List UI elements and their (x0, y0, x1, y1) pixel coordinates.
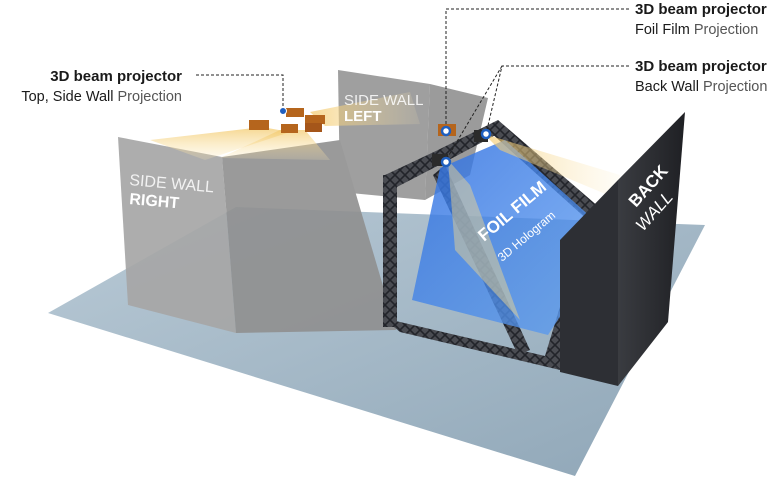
projector-icon (286, 108, 304, 117)
callout-desc-light: Projection (117, 89, 182, 105)
foil-beam (448, 160, 520, 320)
callout-title: 3D beam projector (50, 68, 182, 85)
callout-title: 3D beam projector (635, 58, 767, 75)
back-wall-side (560, 180, 618, 386)
back-beam (484, 134, 620, 200)
projector-icon (305, 115, 325, 124)
top-projectors (249, 108, 325, 133)
marker-top-projector (279, 107, 287, 115)
marker-back-projector (480, 128, 492, 140)
projector-icon (249, 120, 269, 130)
marker-foil-projector (440, 125, 452, 137)
callout-desc-light: Projection (702, 79, 768, 95)
projector-icon (305, 123, 322, 132)
callout-top-side-projector: 3D beam projector Top, Side Wall Project… (0, 66, 182, 108)
callout-desc-main: Foil Film (635, 22, 690, 38)
top-beam-right (310, 92, 420, 126)
top-beam-center (220, 130, 330, 160)
callout-desc: Foil Film Projection (635, 20, 784, 41)
side-wall-right (118, 137, 236, 333)
callout-desc-main: Top, Side Wall (21, 89, 114, 105)
projector-icon (281, 124, 298, 133)
side-wall-left-label-1: SIDE WALL (344, 92, 423, 109)
marker-foil-projector-low (440, 156, 452, 168)
back-wall (618, 112, 685, 386)
leader-lines (196, 8, 629, 161)
callout-desc: Top, Side Wall Projection (0, 87, 182, 108)
callout-foil-projector: 3D beam projector Foil Film Projection (635, 0, 784, 41)
side-wall-right-label-2: RIGHT (129, 191, 180, 212)
callout-desc-light: Projection (693, 22, 759, 38)
callout-title: 3D beam projector (635, 1, 767, 18)
top-beam-left (150, 127, 290, 160)
callout-desc-main: Back Wall (635, 79, 699, 95)
side-wall-left-label-2: LEFT (344, 108, 382, 125)
callout-back-projector: 3D beam projector Back Wall Projection (635, 56, 784, 98)
callout-desc: Back Wall Projection (635, 77, 784, 98)
